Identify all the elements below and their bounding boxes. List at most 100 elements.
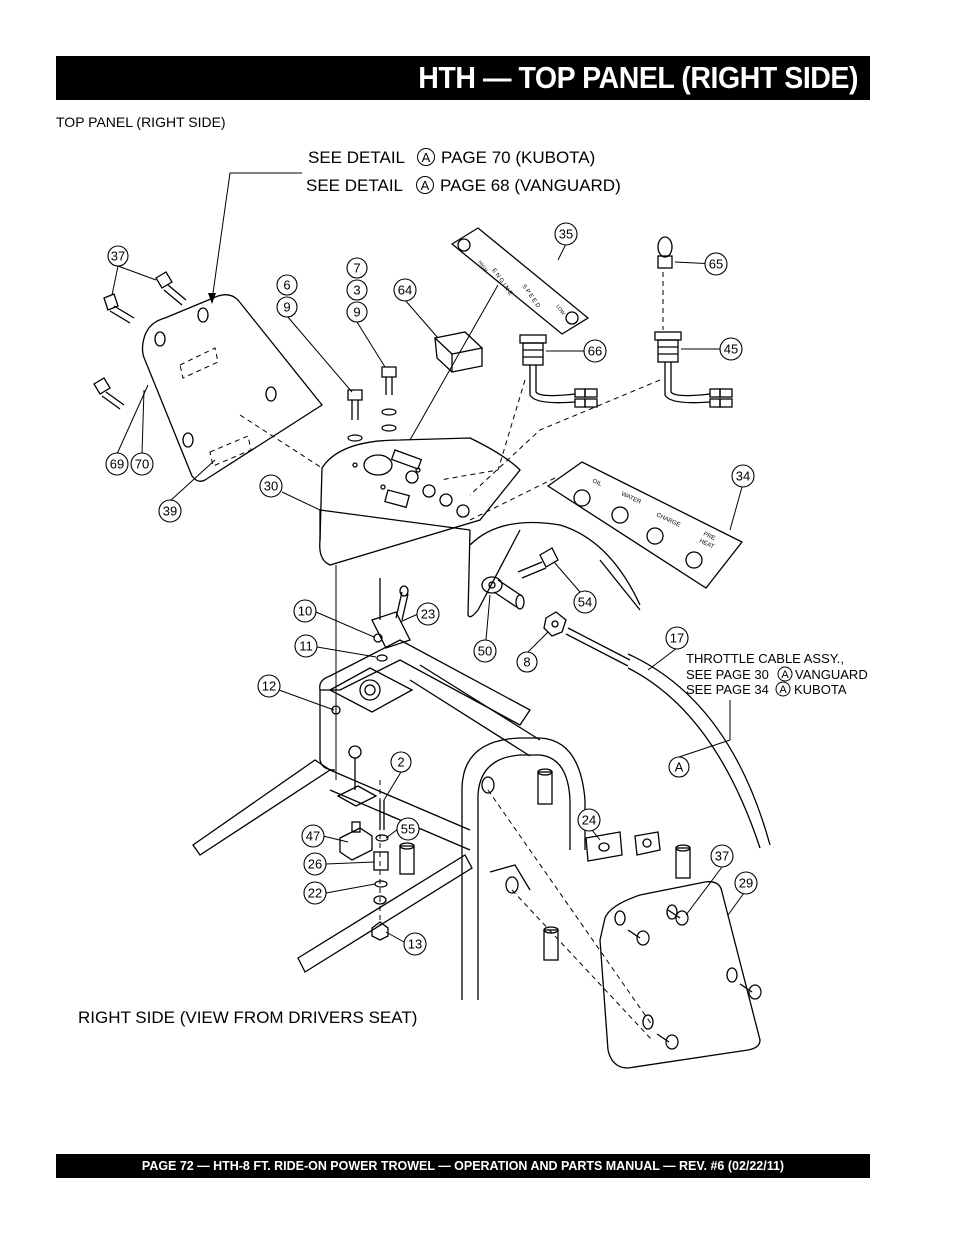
svg-text:3: 3 [353, 283, 360, 298]
hex-bolt-37-left-upper [155, 271, 187, 306]
svg-text:69: 69 [110, 457, 124, 472]
hex-bolt-37-left-lower [103, 293, 135, 324]
eye-bolt-50 [481, 576, 525, 610]
callout-17: 17 [665, 626, 689, 650]
callout-leaders [111, 243, 745, 943]
shroud-edge [599, 559, 641, 611]
callout-37-upper: 37 [107, 245, 129, 267]
callout-55: 55 [396, 817, 420, 841]
svg-text:A: A [422, 150, 431, 165]
callout-70: 70 [130, 452, 154, 476]
view-caption: RIGHT SIDE (VIEW FROM DRIVERS SEAT) [78, 1008, 418, 1027]
svg-text:A: A [421, 178, 430, 193]
socket66-dashline [439, 379, 526, 481]
callout-11: 11 [294, 634, 318, 658]
callout-9-right: 9 [346, 301, 368, 323]
handle-loop [461, 737, 586, 1000]
svg-text:A: A [779, 684, 787, 696]
switch-assembly [336, 745, 389, 941]
washer-11 [376, 654, 388, 662]
svg-text:17: 17 [670, 631, 684, 646]
svg-text:45: 45 [724, 342, 738, 357]
callout-9-left: 9 [276, 296, 298, 318]
svg-text:8: 8 [523, 655, 530, 670]
callout-69: 69 [105, 452, 129, 476]
svg-text:A: A [781, 669, 789, 681]
svg-text:66: 66 [588, 344, 602, 359]
svg-text:WATER: WATER [620, 491, 642, 506]
svg-text:A: A [675, 760, 684, 775]
svg-text:50: 50 [478, 644, 492, 659]
hex-bolt-54 [517, 547, 559, 579]
callout-8: 8 [516, 651, 538, 673]
callout-37-lower: 37 [710, 844, 734, 868]
callout-22: 22 [303, 881, 327, 905]
detail-leader-line [211, 172, 302, 301]
svg-text:47: 47 [306, 829, 320, 844]
svg-text:65: 65 [709, 257, 723, 272]
svg-text:SEE DETAIL: SEE DETAIL [306, 176, 403, 195]
main-frame-tubes [192, 639, 541, 973]
svg-text:24: 24 [582, 813, 596, 828]
svg-text:OIL: OIL [591, 478, 603, 488]
callout-24: 24 [577, 808, 601, 832]
callout-13: 13 [403, 932, 427, 956]
callout-7: 7 [346, 257, 368, 279]
handle-dashline-2 [511, 889, 653, 1041]
svg-text:23: 23 [421, 607, 435, 622]
svg-text:PAGE 68 (VANGUARD): PAGE 68 (VANGUARD) [440, 176, 621, 195]
svg-text:26: 26 [308, 857, 322, 872]
svg-text:37: 37 [111, 249, 125, 264]
svg-text:CHARGE: CHARGE [655, 512, 681, 528]
svg-text:KUBOTA: KUBOTA [794, 682, 847, 697]
handle-dashline-1 [487, 789, 653, 1026]
callout-26: 26 [303, 852, 327, 876]
screws-29-plate [627, 909, 762, 1050]
bolt-with-washers-6-9 [347, 389, 363, 442]
callout-54: 54 [573, 590, 597, 614]
callout-47: 47 [301, 824, 325, 848]
hour-meter-64 [433, 331, 484, 373]
bolt-with-washers-7-3-9 [381, 366, 397, 432]
callout-65: 65 [704, 252, 728, 276]
indicator-socket-45 [654, 331, 733, 408]
svg-text:30: 30 [264, 479, 278, 494]
throttle-lever-23 [371, 578, 411, 649]
callout-3: 3 [346, 279, 368, 301]
socket45-dashline [469, 379, 661, 496]
detail-reference-vanguard: SEE DETAIL A PAGE 68 (VANGUARD) [306, 176, 621, 195]
svg-text:THROTTLE CABLE ASSY.,: THROTTLE CABLE ASSY., [686, 651, 844, 666]
svg-text:6: 6 [283, 278, 290, 293]
footer-bar: PAGE 72 — HTH-8 FT. RIDE-ON POWER TROWEL… [56, 1154, 870, 1178]
svg-text:7: 7 [353, 261, 360, 276]
callout-29: 29 [734, 871, 758, 895]
svg-text:13: 13 [408, 937, 422, 952]
svg-text:9: 9 [353, 305, 360, 320]
callout-23: 23 [416, 602, 440, 626]
callout-66: 66 [583, 339, 607, 363]
callout-12: 12 [257, 674, 281, 698]
callout-64: 64 [393, 278, 417, 302]
svg-text:34: 34 [736, 469, 750, 484]
svg-text:SEE PAGE 30: SEE PAGE 30 [686, 667, 769, 682]
speed-plate-leader [409, 284, 499, 441]
svg-text:SEE DETAIL: SEE DETAIL [308, 148, 405, 167]
indicator-panel-dashline [469, 477, 556, 521]
svg-text:39: 39 [163, 504, 177, 519]
svg-text:35: 35 [559, 227, 573, 242]
page-title: HTH — TOP PANEL (RIGHT SIDE) [418, 60, 858, 95]
svg-text:PRE: PRE [702, 531, 716, 542]
right-cover-plate-29 [599, 881, 761, 1069]
plate-mount-dashline [239, 414, 323, 469]
svg-text:11: 11 [299, 639, 313, 654]
callout-2: 2 [390, 751, 412, 773]
svg-text:10: 10 [298, 604, 312, 619]
callout-39: 39 [158, 499, 182, 523]
svg-text:22: 22 [308, 886, 322, 901]
svg-text:54: 54 [578, 595, 592, 610]
side-shroud [469, 521, 641, 606]
left-cover-plate [141, 294, 323, 482]
indicator-bulb-65 [657, 236, 673, 269]
svg-text:37: 37 [715, 849, 729, 864]
